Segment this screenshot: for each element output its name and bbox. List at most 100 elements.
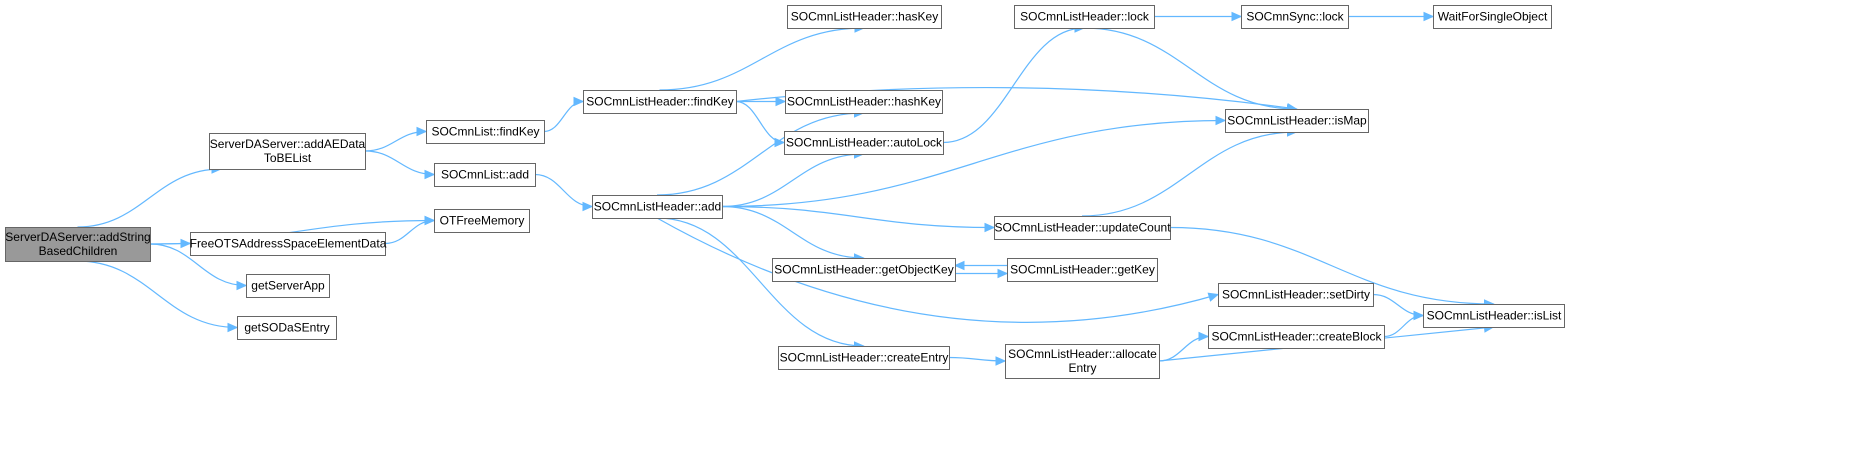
edge-hdrFindKey-to-hasKey — [659, 27, 865, 91]
edge-hdrAdd-to-updateCount — [721, 205, 995, 229]
node-label: ServerDAServer::addString — [5, 230, 150, 244]
node-box — [237, 316, 337, 340]
node-hasKey[interactable]: SOCmnListHeader::hasKey — [787, 5, 942, 29]
arrowhead-addAE-to-listFindKey — [416, 126, 428, 137]
node-listFindKey[interactable]: SOCmnList::findKey — [426, 120, 545, 144]
arrowhead-hdrLock-to-syncLock — [1231, 11, 1243, 22]
arrowhead-syncLock-to-waitFor — [1423, 11, 1435, 22]
node-createEntry[interactable]: SOCmnListHeader::createEntry — [778, 346, 950, 370]
node-box — [583, 90, 737, 114]
node-label: SOCmnListHeader::createEntry — [780, 351, 949, 365]
node-updateCount[interactable]: SOCmnListHeader::updateCount — [994, 216, 1171, 240]
node-setDirty[interactable]: SOCmnListHeader::setDirty — [1218, 283, 1374, 307]
node-label: BasedChildren — [39, 244, 118, 258]
node-label: SOCmnListHeader::allocate — [1008, 347, 1157, 361]
edges-layer — [77, 11, 1495, 366]
node-isList[interactable]: SOCmnListHeader::isList — [1423, 304, 1565, 328]
arrowhead-root-to-freeots — [180, 238, 192, 249]
node-hdrAdd[interactable]: SOCmnListHeader::add — [592, 195, 723, 219]
arrowhead-hdrAdd-to-updateCount — [984, 222, 996, 233]
node-label: WaitForSingleObject — [1438, 10, 1548, 24]
edge-listFindKey-to-hdrFindKey — [543, 100, 584, 133]
edge-hdrAdd-to-setDirty — [656, 217, 1219, 323]
node-box — [1208, 325, 1385, 349]
node-box — [1218, 283, 1374, 307]
node-box — [190, 232, 386, 256]
node-hdrLock[interactable]: SOCmnListHeader::lock — [1014, 5, 1155, 29]
arrowhead-getKey-to-getObjectKey — [953, 260, 965, 271]
edge-autoLock-to-hdrLock — [942, 27, 1085, 144]
node-box — [434, 163, 536, 187]
node-box — [994, 216, 1171, 240]
nodes-layer: ServerDAServer::addStringBasedChildrenSe… — [5, 5, 1565, 379]
arrowhead-hdrAdd-to-isMap — [1215, 115, 1227, 126]
node-getObjectKey[interactable]: SOCmnListHeader::getObjectKey — [772, 258, 956, 282]
node-box — [434, 209, 530, 233]
node-label: SOCmnListHeader::isList — [1427, 309, 1562, 323]
node-otfree[interactable]: OTFreeMemory — [434, 209, 530, 233]
edge-listAdd-to-hdrAdd — [534, 173, 593, 208]
node-label: SOCmnListHeader::hasKey — [791, 10, 938, 24]
node-label: Entry — [1068, 361, 1096, 375]
node-autoLock[interactable]: SOCmnListHeader::autoLock — [784, 131, 944, 155]
edge-root-to-addAE — [77, 168, 222, 228]
arrowhead-addAE-to-listAdd — [424, 169, 436, 180]
node-label: SOCmnSync::lock — [1246, 10, 1344, 24]
node-getSODa[interactable]: getSODaSEntry — [237, 316, 337, 340]
node-getServerApp[interactable]: getServerApp — [246, 274, 330, 298]
node-label: ToBEList — [264, 151, 312, 165]
node-hashKey[interactable]: SOCmnListHeader::hashKey — [785, 90, 943, 114]
arrowhead-hdrAdd-to-setDirty — [1207, 292, 1220, 302]
node-freeots[interactable]: FreeOTSAddressSpaceElementData — [190, 232, 387, 256]
arrowhead-allocEntry-to-createBlock — [1198, 331, 1210, 342]
node-box — [787, 5, 942, 29]
arrowhead-listFindKey-to-hdrFindKey — [573, 96, 585, 107]
node-label: SOCmnListHeader::add — [594, 200, 721, 214]
node-box — [1423, 304, 1565, 328]
node-box — [1225, 109, 1369, 133]
node-box — [1241, 5, 1349, 29]
node-label: SOCmnListHeader::getKey — [1010, 263, 1155, 277]
node-createBlock[interactable]: SOCmnListHeader::createBlock — [1208, 325, 1385, 349]
node-label: FreeOTSAddressSpaceElementData — [190, 237, 387, 251]
edge-hdrAdd-to-isMap — [721, 119, 1226, 208]
node-label: ServerDAServer::addAEData — [210, 137, 366, 151]
node-getKey[interactable]: SOCmnListHeader::getKey — [1007, 258, 1158, 282]
edge-hdrAdd-to-hashKey — [656, 112, 864, 196]
node-waitFor[interactable]: WaitForSingleObject — [1433, 5, 1552, 29]
node-label: OTFreeMemory — [440, 214, 525, 228]
node-hdrFindKey[interactable]: SOCmnListHeader::findKey — [583, 90, 737, 114]
arrowhead-getObjectKey-to-getKey — [997, 268, 1009, 279]
node-box — [778, 346, 950, 370]
node-label: SOCmnList::findKey — [431, 125, 539, 139]
node-label: SOCmnListHeader::setDirty — [1222, 288, 1370, 302]
node-box — [426, 120, 545, 144]
node-syncLock[interactable]: SOCmnSync::lock — [1241, 5, 1349, 29]
node-label: SOCmnListHeader::createBlock — [1211, 330, 1382, 344]
arrowhead-listAdd-to-hdrAdd — [582, 201, 594, 212]
arrowhead-root-to-getSODa — [227, 322, 239, 333]
node-box — [785, 90, 943, 114]
node-label: getSODaSEntry — [244, 321, 329, 335]
arrowhead-createEntry-to-allocEntry — [995, 356, 1007, 366]
edge-hdrFindKey-to-autoLock — [735, 100, 785, 144]
edge-addAE-to-listAdd — [364, 150, 435, 176]
edge-hdrLock-to-isMap — [1083, 27, 1297, 110]
node-label: getServerApp — [251, 279, 325, 293]
arrowhead-freeots-to-otfree — [424, 215, 436, 226]
node-isMap[interactable]: SOCmnListHeader::isMap — [1225, 109, 1369, 133]
node-box — [5, 227, 151, 262]
node-label: SOCmnListHeader::getObjectKey — [774, 263, 953, 277]
node-label: SOCmnListHeader::isMap — [1227, 114, 1367, 128]
edge-hdrAdd-to-createEntry — [656, 217, 864, 347]
node-label: SOCmnListHeader::findKey — [586, 95, 733, 109]
node-box — [246, 274, 330, 298]
node-box — [209, 133, 366, 170]
node-label: SOCmnListHeader::updateCount — [994, 221, 1171, 235]
edge-updateCount-to-isList — [1169, 226, 1494, 305]
node-listAdd[interactable]: SOCmnList::add — [434, 163, 536, 187]
